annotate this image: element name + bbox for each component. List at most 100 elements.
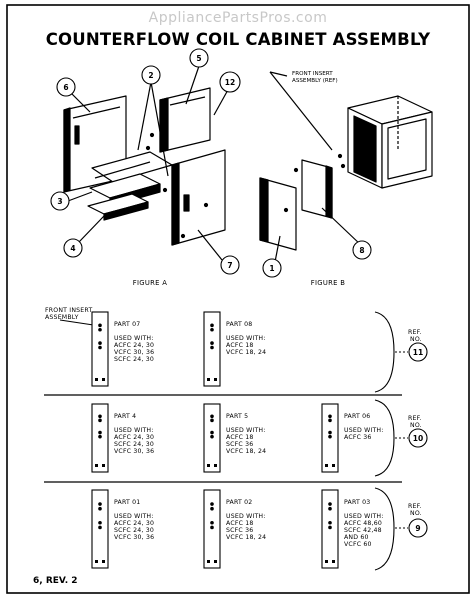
used-with-label: USED WITH:: [114, 427, 154, 434]
svg-text:2: 2: [148, 71, 153, 80]
panel-hole: [98, 434, 102, 439]
panel-hole: [210, 520, 214, 525]
insert-section-label: FRONT INSERT: [45, 307, 92, 314]
figure-a-callouts: 6 2 5 12 3 4 7: [50, 48, 241, 275]
model-line: ACFC 18: [226, 520, 254, 527]
svg-text:3: 3: [57, 197, 62, 206]
panel-hole: [210, 502, 214, 506]
svg-text:REF.: REF.: [408, 329, 422, 336]
model-line: SCFC 24, 30: [114, 441, 154, 448]
model-line: AND 60: [344, 534, 369, 541]
used-with-label: USED WITH:: [226, 513, 266, 520]
used-with-label: USED WITH:: [226, 335, 266, 342]
part-label: PART 01: [114, 499, 140, 506]
model-line: ACFC 36: [344, 434, 372, 441]
panel-hole: [98, 506, 102, 511]
svg-text:11: 11: [413, 348, 423, 357]
figure-b: [259, 71, 433, 263]
used-with-label: USED WITH:: [344, 513, 384, 520]
panel-hole: [98, 345, 102, 350]
svg-text:4: 4: [70, 244, 75, 253]
svg-text:9: 9: [415, 524, 420, 533]
panel-hole: [210, 323, 214, 328]
model-line: VCFC 30, 36: [114, 534, 154, 541]
figure-b-caption: FIGURE B: [311, 279, 345, 287]
row-brace: [374, 487, 395, 571]
panel-hole: [328, 502, 332, 506]
ref-labels: REF. NO. REF. NO. REF. NO.: [408, 329, 422, 517]
part-label: PART 08: [226, 321, 252, 328]
model-line: VCFC 30, 36: [114, 349, 154, 356]
model-line: ACFC 24, 30: [114, 520, 154, 527]
panel-hole: [98, 520, 102, 525]
svg-text:REF.: REF.: [408, 415, 422, 422]
footer-revision: 6, REV. 2: [33, 576, 78, 586]
used-with-label: USED WITH:: [226, 427, 266, 434]
part-label: PART 02: [226, 499, 252, 506]
svg-text:NO.: NO.: [410, 336, 422, 343]
part-label: PART 06: [344, 413, 370, 420]
model-line: VCFC 60: [344, 541, 372, 548]
used-with-label: USED WITH:: [114, 513, 154, 520]
model-line: VCFC 30, 36: [114, 448, 154, 455]
model-line: VCFC 18, 24: [226, 448, 266, 455]
panel-hole: [328, 434, 332, 439]
figure-a-caption: FIGURE A: [133, 279, 167, 287]
panel-hole: [328, 525, 332, 530]
svg-text:7: 7: [227, 261, 232, 270]
used-with-label: USED WITH:: [114, 335, 154, 342]
row-brace: [374, 399, 395, 477]
panel-hole: [210, 341, 214, 345]
panel-hole: [210, 430, 214, 435]
panel-hole: [328, 506, 332, 511]
part-label: PART 4: [114, 413, 136, 420]
part-label: PART 5: [226, 413, 248, 420]
panel-hole: [328, 414, 332, 419]
panel-hole: [210, 418, 214, 423]
panel-hole: [98, 430, 102, 435]
panel-hole: [210, 506, 214, 511]
panel-hole: [98, 525, 102, 530]
insert-section-label-2: ASSEMBLY: [45, 314, 79, 321]
figure-a: [63, 65, 230, 261]
page-border: [6, 4, 470, 594]
model-line: ACFC 24, 30: [114, 342, 154, 349]
panel-hole: [328, 418, 332, 423]
svg-text:12: 12: [225, 78, 235, 87]
model-line: SCFC 36: [226, 441, 253, 448]
svg-text:REF.: REF.: [408, 503, 422, 510]
panel-hole: [98, 418, 102, 423]
svg-text:8: 8: [359, 246, 364, 255]
panel-hole: [98, 414, 102, 419]
model-line: VCFC 18, 24: [226, 349, 266, 356]
svg-text:10: 10: [413, 434, 423, 443]
model-line: ACFC 48,60: [344, 520, 382, 527]
panel-hole: [98, 341, 102, 345]
row-brace: [374, 311, 395, 393]
svg-text:5: 5: [196, 54, 201, 63]
model-line: SCFC 24, 30: [114, 356, 154, 363]
front-insert-ref-label: FRONT INSERT: [292, 71, 333, 77]
model-line: ACFC 18: [226, 342, 254, 349]
part-label: PART 07: [114, 321, 140, 328]
svg-text:6: 6: [63, 83, 68, 92]
svg-text:1: 1: [269, 264, 274, 273]
page-title: COUNTERFLOW COIL CABINET ASSEMBLY: [46, 30, 431, 49]
panel-hole: [210, 327, 214, 332]
panel-hole: [210, 434, 214, 439]
panel-hole: [210, 525, 214, 530]
model-line: SCFC 42,48: [344, 527, 382, 534]
front-insert-ref-label-2: ASSEMBLY (REF): [292, 78, 338, 84]
model-line: SCFC 36: [226, 527, 253, 534]
svg-text:NO.: NO.: [410, 510, 422, 517]
panel-hole: [210, 345, 214, 350]
